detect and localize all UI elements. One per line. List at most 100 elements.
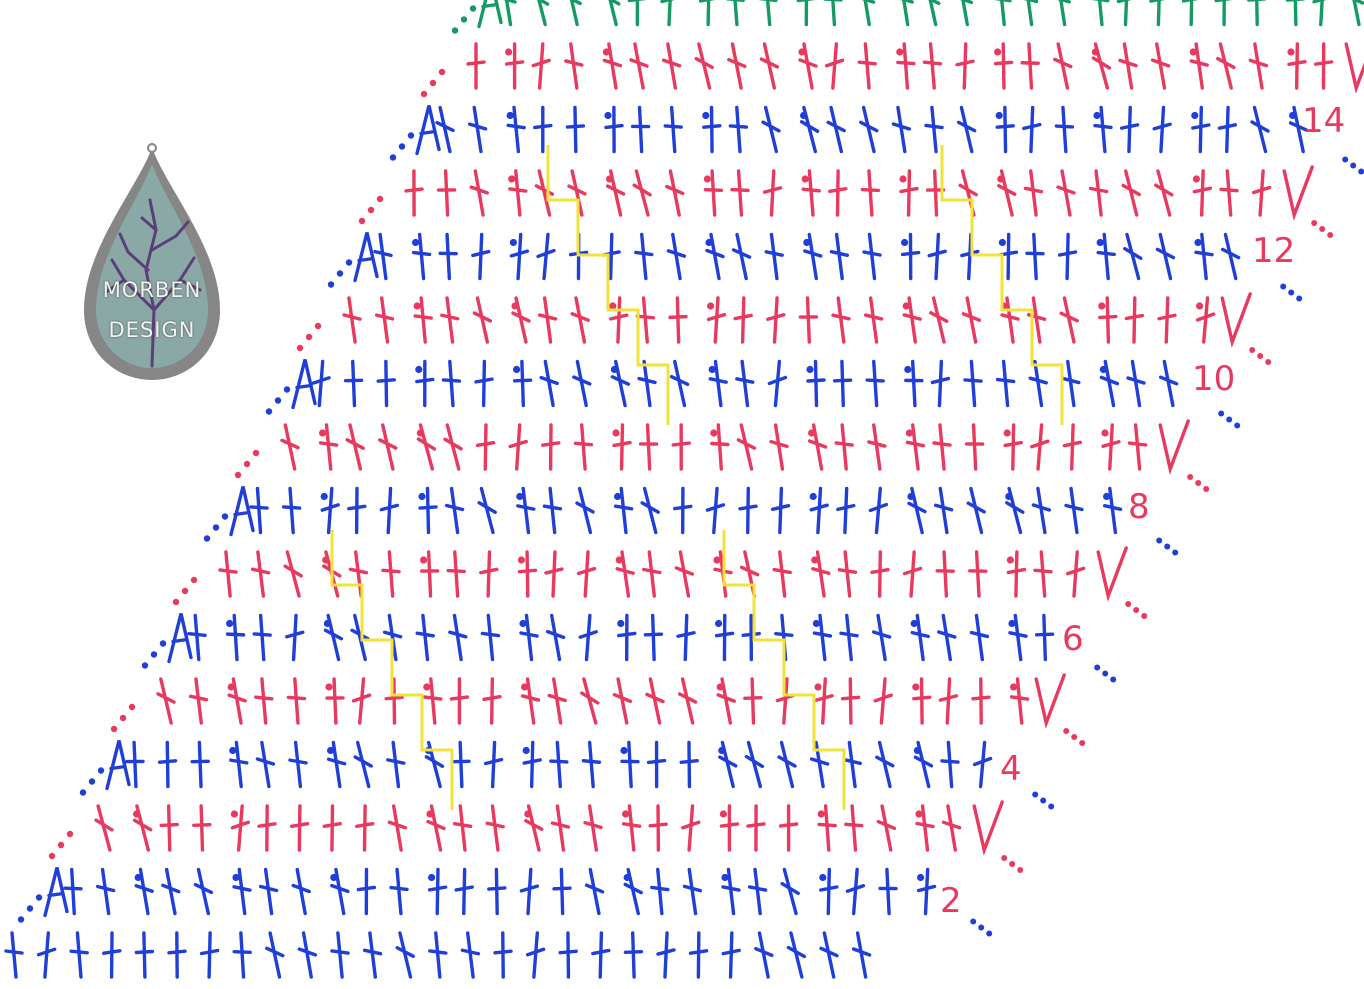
edge-chain-dot [1094, 665, 1100, 671]
stitch-mark [380, 425, 396, 469]
stitch-mark [484, 679, 500, 723]
stitch-mark [1027, 235, 1043, 279]
foundation-stitch [560, 933, 576, 977]
stitch-mark [830, 171, 846, 215]
turning-chain-dot [36, 894, 42, 900]
stitch-mark [1126, 298, 1142, 342]
stitch-mark [650, 806, 666, 850]
stitch-mark [955, 0, 971, 25]
stitch-mark [1056, 108, 1072, 152]
stitch-mark [1218, 44, 1234, 88]
row-label: 14 [1302, 101, 1345, 141]
chain-stitch [414, 302, 421, 309]
stitch-mark [680, 679, 696, 723]
chain-stitch [622, 810, 629, 817]
stitch-mark [1064, 425, 1080, 469]
chain-stitch [702, 112, 709, 119]
stitch-mark [936, 489, 952, 533]
stitch-mark [647, 679, 663, 723]
stitch-mark [324, 806, 340, 850]
start-cluster-icon [45, 868, 67, 916]
foundation-stitch [234, 933, 250, 977]
stitch-mark [827, 44, 843, 88]
chain-stitch [508, 175, 515, 182]
increase-v-icon [1222, 294, 1250, 342]
stitch-mark [642, 489, 658, 533]
stitch-mark [383, 552, 399, 596]
stitch-mark [1161, 362, 1177, 406]
foundation-stitch [495, 933, 511, 977]
stitch-mark [418, 425, 434, 469]
stitch-mark [634, 171, 650, 215]
chain-stitch [996, 112, 1003, 119]
stitch-mark [743, 616, 759, 660]
stitch-mark [1223, 235, 1239, 279]
row-label: 8 [1128, 487, 1150, 527]
stitch-mark [676, 552, 692, 596]
turning-chain-dot [58, 842, 64, 848]
stitch-mark [538, 235, 554, 279]
stitch-mark [1035, 552, 1051, 596]
stitch-mark [769, 362, 785, 406]
turning-chain-dot [160, 640, 166, 646]
stitch-mark [479, 489, 495, 533]
stitch-mark [577, 489, 593, 533]
increase-v-icon [1346, 40, 1364, 88]
chain-stitch [707, 302, 714, 309]
turning-chain-dot [222, 513, 228, 519]
stitch-mark [521, 870, 537, 914]
chain-stitch [1287, 48, 1294, 55]
turning-chain-dot [408, 132, 414, 138]
stitch-mark [760, 0, 776, 25]
chain-stitch [710, 429, 717, 436]
stitch-mark [740, 489, 756, 533]
stitch-mark [641, 425, 657, 469]
edge-chain-dot [1265, 359, 1271, 365]
edge-chain-dot [1203, 486, 1209, 492]
foundation-stitch [854, 933, 870, 977]
stitch-mark [960, 171, 976, 215]
stitch-mark [284, 489, 300, 533]
stitch-mark [1053, 0, 1069, 25]
chain-stitch [415, 366, 422, 373]
stitch-mark [867, 362, 883, 406]
stitch-mark [1216, 0, 1232, 25]
stitch-mark [880, 870, 896, 914]
foundation-stitch [299, 933, 315, 977]
stitch-mark [442, 298, 458, 342]
stitch-mark [1007, 489, 1023, 533]
stitch-mark [293, 870, 309, 914]
edge-chain-dot [1133, 607, 1139, 613]
stitch-mark [572, 298, 588, 342]
morben-design-logo: MORBEN DESIGN [76, 140, 228, 388]
turning-chain-dot [49, 853, 55, 859]
stitch-mark [738, 425, 754, 469]
stitch-mark [761, 44, 777, 88]
stitch-mark [96, 806, 112, 850]
stitch-mark [536, 171, 552, 215]
stitch-mark [768, 298, 784, 342]
stitch-mark [580, 616, 596, 660]
chain-stitch [994, 48, 1001, 55]
stitch-mark [1153, 44, 1169, 88]
stitch-mark [453, 743, 469, 787]
row-label: 10 [1192, 359, 1235, 399]
stitch-mark [633, 108, 649, 152]
stitch-mark [896, 0, 912, 25]
edge-chain-dot [1071, 734, 1077, 740]
chain-stitch [704, 175, 711, 182]
stitch-mark [468, 44, 484, 88]
stitch-mark [730, 108, 746, 152]
stitch-mark [766, 235, 782, 279]
stitch-mark [481, 552, 497, 596]
stitch-mark [1130, 425, 1146, 469]
stitch-mark [377, 298, 393, 342]
stitch-mark [548, 616, 564, 660]
stitch-mark [664, 44, 680, 88]
stitch-mark [161, 806, 177, 850]
foundation-stitch [528, 933, 544, 977]
stitch-mark [447, 489, 463, 533]
stitch-mark [998, 362, 1014, 406]
stitch-mark [735, 298, 751, 342]
chain-stitch [1097, 239, 1104, 246]
